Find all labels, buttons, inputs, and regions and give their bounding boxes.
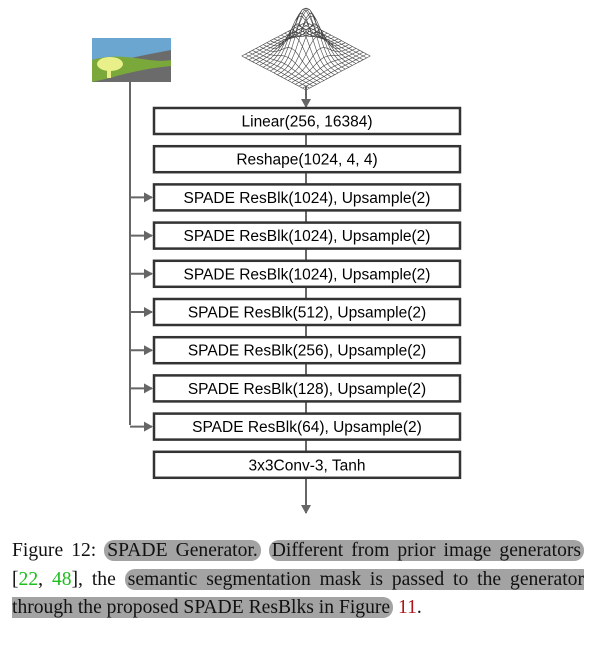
layer-block-label: SPADE ResBlk(512), Upsample(2) xyxy=(188,305,426,322)
layer-block-box xyxy=(152,144,462,174)
layer-block-box xyxy=(152,259,462,289)
citation-22-link[interactable]: 22 xyxy=(18,568,39,590)
layer-block-9: 3x3Conv-3, Tanh xyxy=(152,450,462,480)
layer-block-2: SPADE ResBlk(1024), Upsample(2) xyxy=(152,183,462,212)
layer-block-label: Reshape(1024, 4, 4) xyxy=(236,152,377,169)
layer-block-4: SPADE ResBlk(1024), Upsample(2) xyxy=(152,259,462,289)
layer-block-label: 3x3Conv-3, Tanh xyxy=(249,457,366,474)
layer-block-3: SPADE ResBlk(1024), Upsample(2) xyxy=(152,221,462,250)
gaussian-surface-plot-icon xyxy=(241,7,371,91)
layer-block-label: SPADE ResBlk(1024), Upsample(2) xyxy=(184,266,431,283)
layer-block-1: Reshape(1024, 4, 4) xyxy=(152,144,462,174)
segmentation-map-icon xyxy=(92,38,171,82)
layer-block-0: Linear(256, 16384) xyxy=(152,106,462,136)
layer-block-box xyxy=(152,412,462,441)
caption-period: . xyxy=(416,597,422,618)
layer-block-box xyxy=(152,374,462,403)
layer-block-box xyxy=(152,221,462,250)
figure-caption: Figure 12: SPADE Generator. Different fr… xyxy=(12,537,585,623)
layer-block-label: SPADE ResBlk(256), Upsample(2) xyxy=(188,343,426,360)
layer-block-5: SPADE ResBlk(512), Upsample(2) xyxy=(152,297,462,327)
caption-title: SPADE Generator. xyxy=(104,540,261,561)
layer-block-box xyxy=(152,183,462,212)
caption-text-1: Different from prior image generators xyxy=(268,540,585,561)
layer-block-label: SPADE ResBlk(1024), Upsample(2) xyxy=(184,190,431,207)
layer-block-label: SPADE ResBlk(1024), Upsample(2) xyxy=(184,228,431,245)
layer-block-label: Linear(256, 16384) xyxy=(242,114,373,131)
citation-bracket-close: ], the xyxy=(71,568,116,590)
layer-block-6: SPADE ResBlk(256), Upsample(2) xyxy=(152,335,462,365)
figure-11-link[interactable]: 11 xyxy=(398,597,417,618)
layer-block-box xyxy=(152,335,462,365)
layer-block-label: SPADE ResBlk(64), Upsample(2) xyxy=(192,419,422,436)
layer-block-label: SPADE ResBlk(128), Upsample(2) xyxy=(188,381,426,398)
citation-separator: , xyxy=(38,568,52,590)
layer-block-7: SPADE ResBlk(128), Upsample(2) xyxy=(152,374,462,403)
caption-label: Figure 12: xyxy=(12,540,97,561)
generator-diagram: Linear(256, 16384) Reshape(1024, 4, 4) SPA… xyxy=(92,7,462,514)
layer-block-8: SPADE ResBlk(64), Upsample(2) xyxy=(152,412,462,441)
layer-block-box xyxy=(152,106,462,136)
citation-48-link[interactable]: 48 xyxy=(51,568,72,590)
citation-bracket-open: [ xyxy=(12,568,19,590)
surface-mesh xyxy=(241,7,371,91)
layer-block-box xyxy=(152,450,462,480)
layer-block-box xyxy=(152,297,462,327)
